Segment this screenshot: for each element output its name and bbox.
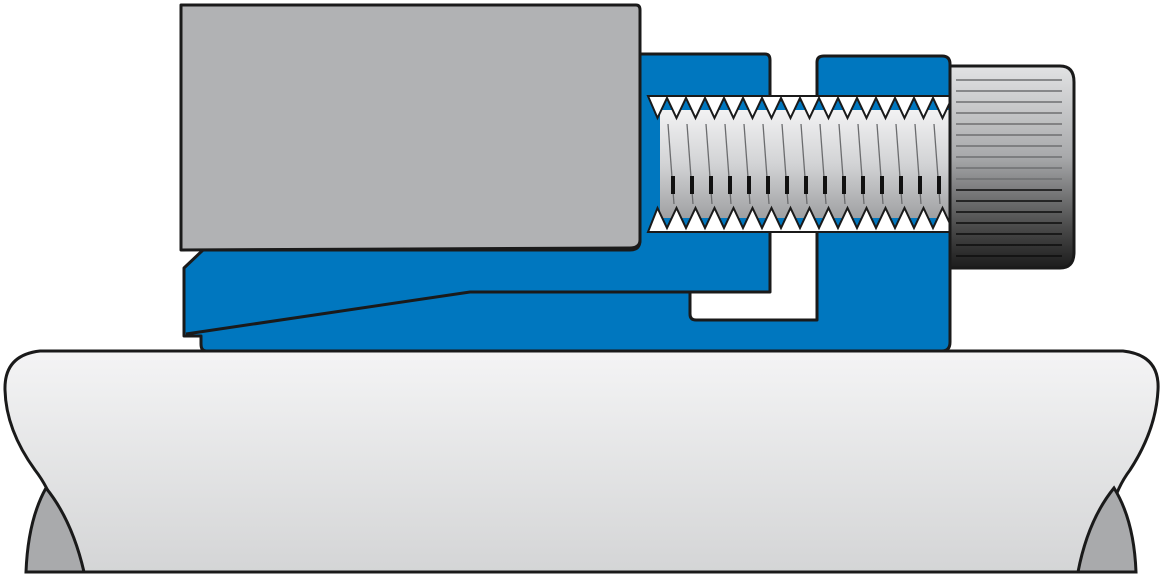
thread-lines (667, 123, 941, 205)
thread-shadow (842, 176, 846, 194)
thread-shadow (690, 176, 694, 194)
thread-shadow (899, 176, 903, 194)
screw-shaft (660, 110, 952, 218)
thread-shadow (671, 176, 675, 194)
thread-shadow (804, 176, 808, 194)
thread-shadow (861, 176, 865, 194)
rail-body (3, 349, 1160, 574)
knob-body (948, 64, 1076, 270)
rail (3, 349, 1160, 574)
knob-knurling (956, 79, 1062, 257)
thread-cavity-top (646, 95, 953, 121)
thread-shadow (918, 176, 922, 194)
rail-left-end (24, 485, 86, 574)
rail-right-end (1076, 485, 1138, 574)
gray-block-body (179, 3, 642, 252)
thread-shadow (880, 176, 884, 194)
thread-shadow (937, 176, 941, 194)
thread-shadow (709, 176, 713, 194)
thread-cavity-bottom (646, 205, 953, 233)
thread-shadow (823, 176, 827, 194)
thread-shadow (728, 176, 732, 194)
thread-shadow (785, 176, 789, 194)
thread-shadow (766, 176, 770, 194)
thread-shadow (747, 176, 751, 194)
threaded-screw (646, 95, 953, 233)
clamp-wedge-line (185, 290, 770, 336)
knurled-knob (948, 64, 1076, 270)
gray-workpiece-block (179, 3, 642, 252)
